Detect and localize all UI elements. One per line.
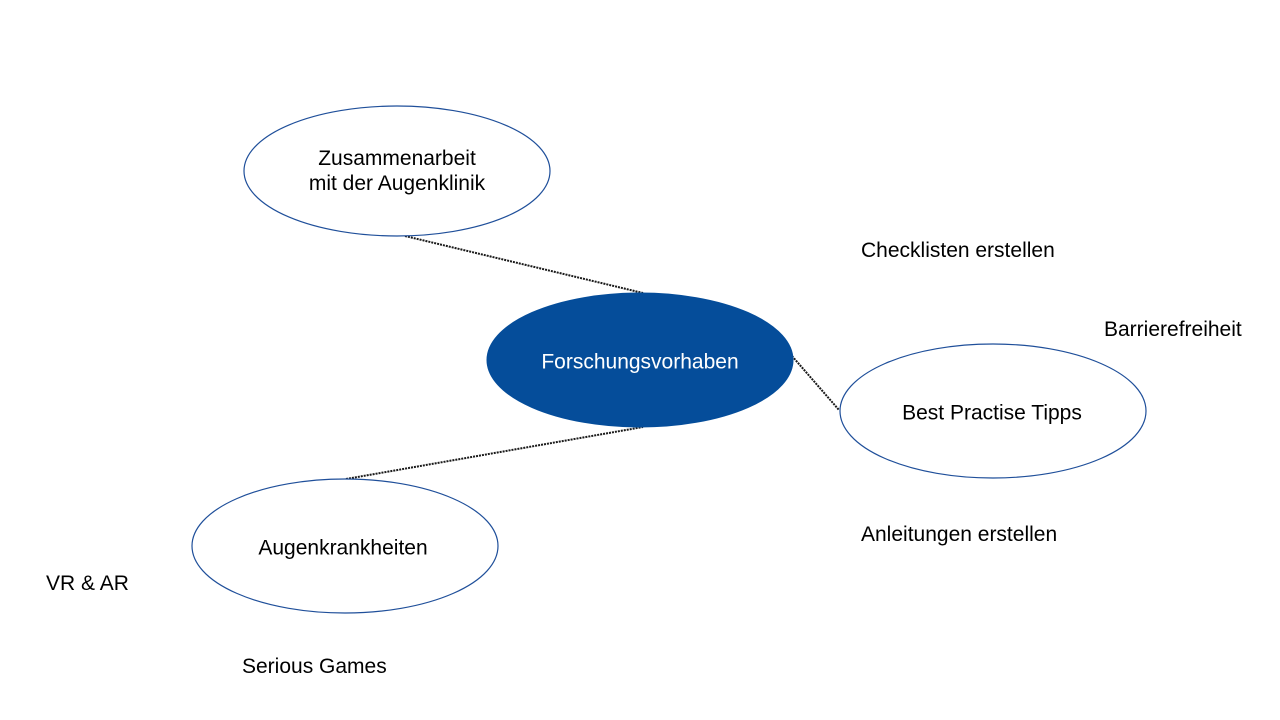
node-center[interactable]: Forschungsvorhaben bbox=[486, 292, 794, 428]
node-collaboration[interactable]: Zusammenarbeit mit der Augenklinik bbox=[243, 105, 551, 237]
node-collaboration-label-line1: Zusammenarbeit bbox=[318, 147, 476, 170]
node-center-shape bbox=[486, 292, 794, 428]
node-best-practice-label: Best Practise Tipps bbox=[902, 402, 1082, 425]
node-collaboration-label-line2: mit der Augenklinik bbox=[309, 172, 486, 195]
node-eye-diseases-label: Augenkrankheiten bbox=[258, 537, 427, 560]
node-best-practice[interactable]: Best Practise Tipps bbox=[839, 343, 1147, 479]
label-checklists: Checklisten erstellen bbox=[861, 239, 1055, 262]
connector-eye-diseases bbox=[345, 426, 644, 480]
label-instructions: Anleitungen erstellen bbox=[861, 523, 1058, 546]
label-vr-ar: VR & AR bbox=[46, 572, 129, 595]
label-accessibility: Barrierefreiheit bbox=[1104, 318, 1242, 341]
node-collaboration-shape bbox=[243, 105, 551, 237]
node-eye-diseases[interactable]: Augenkrankheiten bbox=[191, 478, 499, 614]
node-center-label: Forschungsvorhaben bbox=[541, 351, 738, 374]
node-eye-diseases-shape bbox=[191, 478, 499, 614]
connector-collaboration bbox=[404, 235, 644, 294]
node-best-practice-shape bbox=[839, 343, 1147, 479]
label-serious-games: Serious Games bbox=[242, 655, 387, 678]
connector-best-practice bbox=[791, 355, 840, 411]
